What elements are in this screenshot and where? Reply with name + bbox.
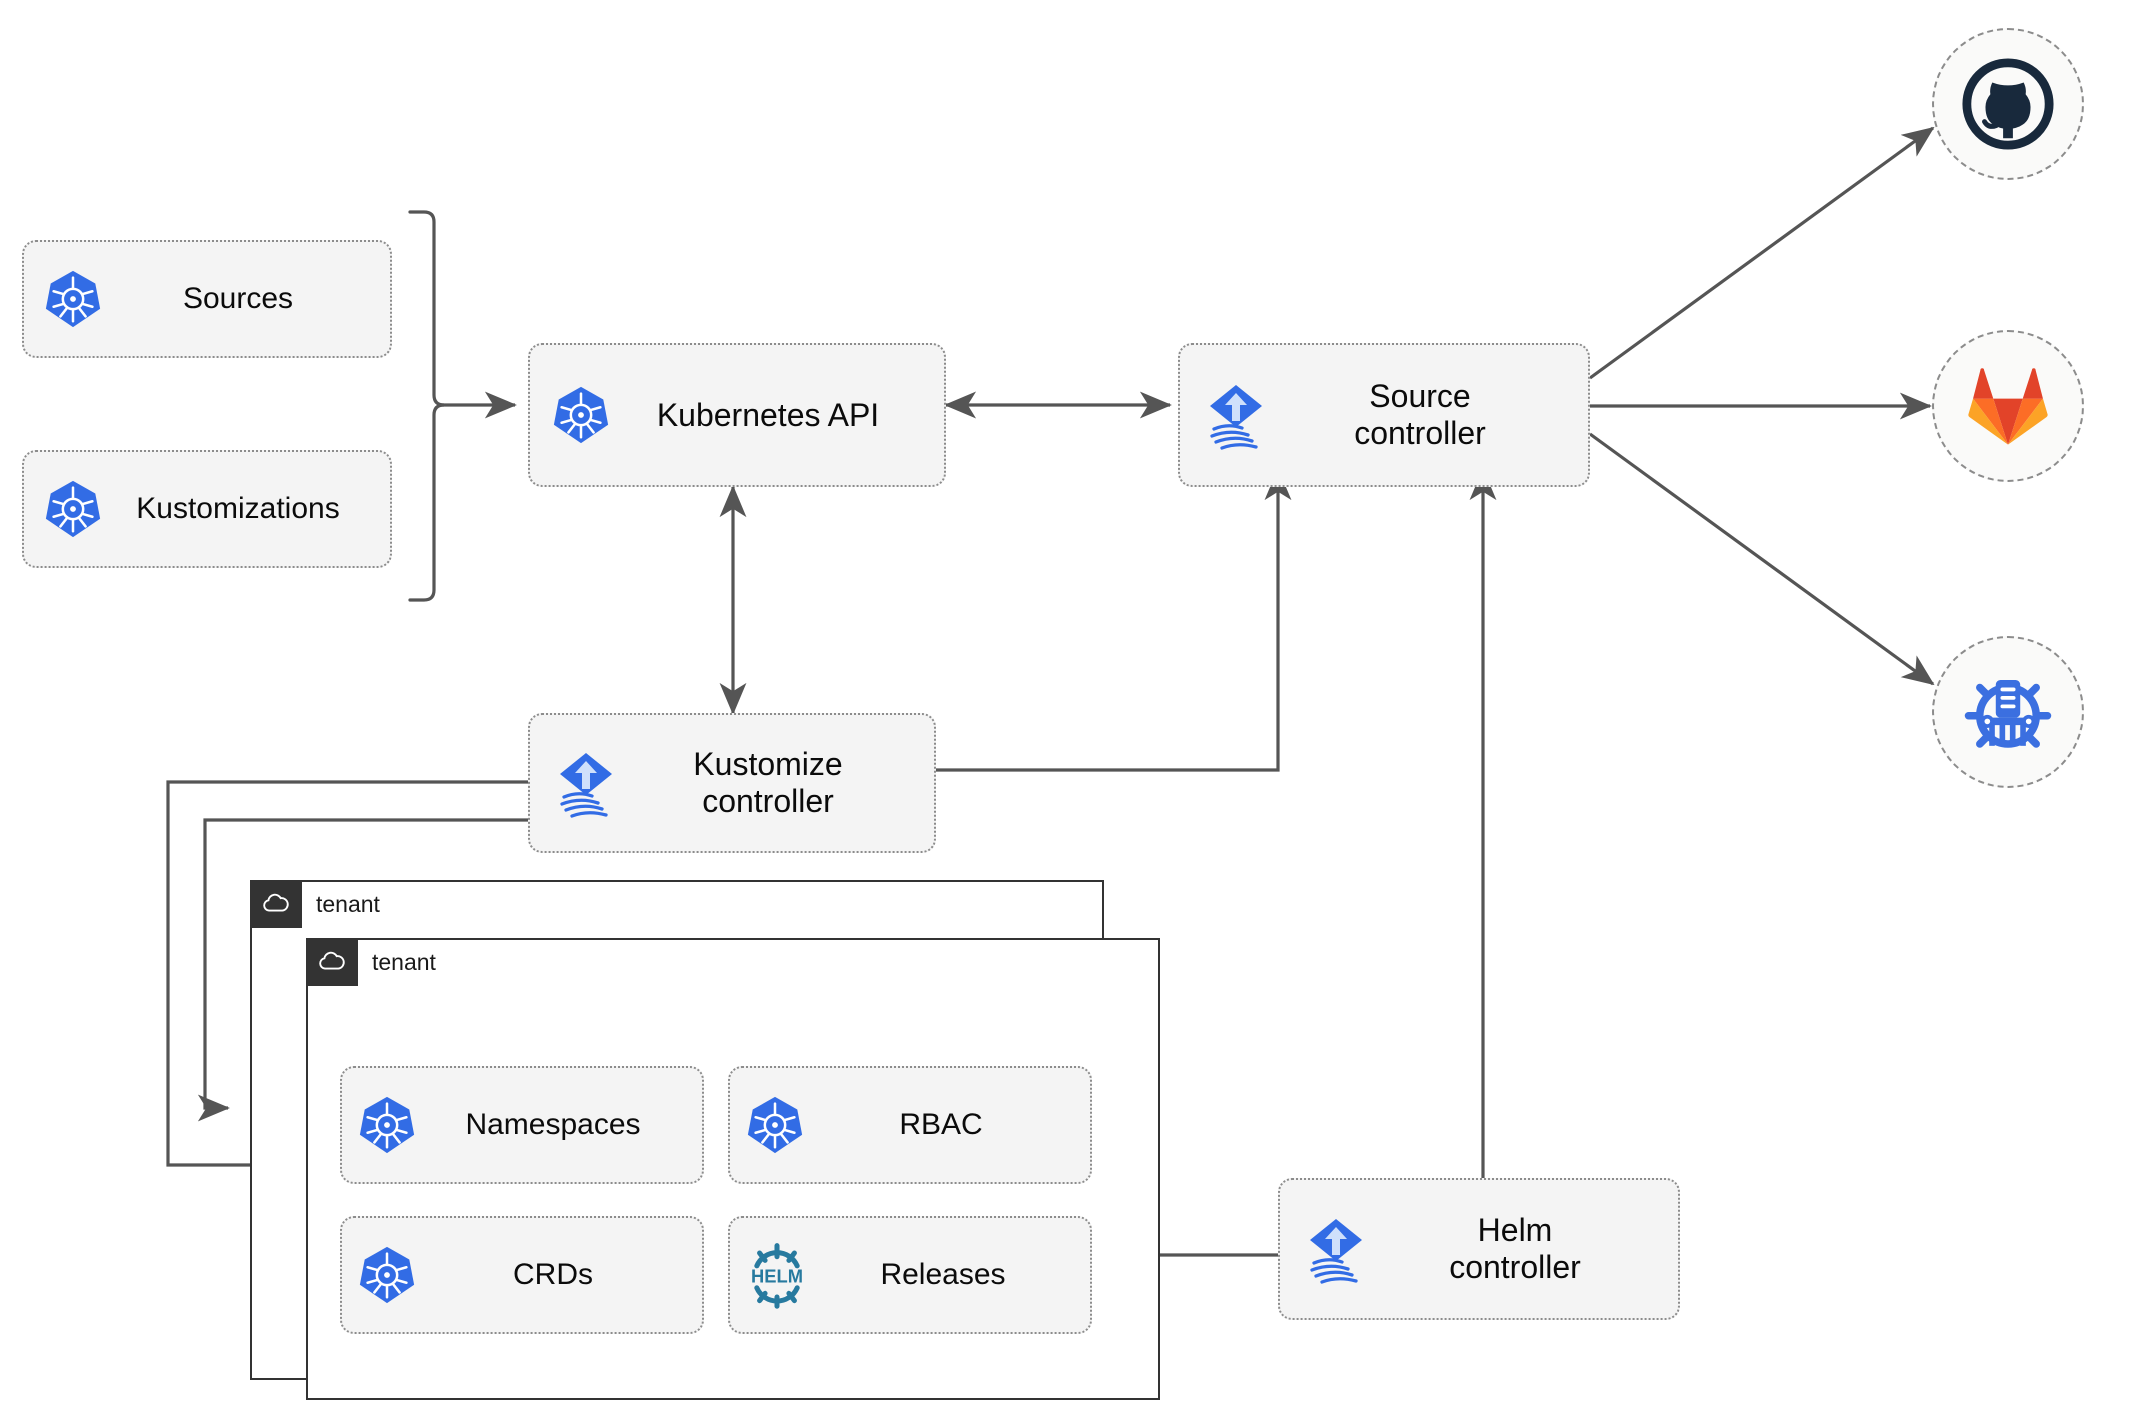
tenant-item-namespaces[interactable]: Namespaces	[340, 1066, 704, 1184]
tenant-item-crds[interactable]: CRDs	[340, 1216, 704, 1334]
flux-icon	[1200, 379, 1272, 451]
tenant-item-releases[interactable]: HELM Releases	[728, 1216, 1092, 1334]
kubernetes-icon	[356, 1244, 418, 1306]
node-label: Helm controller	[1449, 1212, 1581, 1285]
resource-kustomizations[interactable]: Kustomizations	[22, 450, 392, 568]
resource-sources[interactable]: Sources	[22, 240, 392, 358]
node-kubernetes-api[interactable]: Kubernetes API	[528, 343, 946, 487]
resource-label: Sources	[182, 281, 294, 315]
tenant-item-label: CRDs	[513, 1257, 593, 1291]
kubernetes-icon	[356, 1094, 418, 1156]
kubernetes-icon	[42, 268, 104, 330]
tenant-container-front[interactable]: tenant	[306, 938, 1160, 1400]
tenant-label: tenant	[316, 890, 380, 917]
tenant-tab	[306, 938, 358, 986]
service-github[interactable]	[1932, 28, 2084, 180]
kubernetes-icon	[550, 384, 612, 446]
gitlab-icon	[1968, 368, 2048, 445]
node-label: Kubernetes API	[656, 396, 880, 433]
tenant-item-label: Releases	[880, 1257, 1006, 1291]
tenant-label: tenant	[372, 948, 436, 975]
node-label: Source controller	[1354, 378, 1486, 451]
flux-icon	[1300, 1213, 1372, 1285]
github-icon	[1962, 58, 2054, 150]
helm-icon: HELM	[744, 1242, 810, 1309]
cloud-icon	[263, 893, 289, 912]
service-helm-repository[interactable]	[1932, 636, 2084, 788]
kubernetes-icon	[42, 478, 104, 540]
cloud-icon	[319, 951, 345, 970]
svg-text:HELM: HELM	[751, 1265, 803, 1286]
tenant-item-label: Namespaces	[465, 1107, 641, 1141]
node-source-controller[interactable]: Source controller	[1178, 343, 1590, 487]
node-label: Kustomize controller	[693, 746, 843, 819]
tenant-tab	[250, 880, 302, 928]
tenant-item-label: RBAC	[899, 1107, 983, 1141]
kubernetes-icon	[744, 1094, 806, 1156]
tenant-item-rbac[interactable]: RBAC	[728, 1066, 1092, 1184]
node-kustomize-controller[interactable]: Kustomize controller	[528, 713, 936, 853]
flux-icon	[550, 747, 622, 819]
helm-repo-icon	[1964, 680, 2052, 748]
resource-label: Kustomizations	[136, 491, 340, 525]
service-gitlab[interactable]	[1932, 330, 2084, 482]
node-helm-controller[interactable]: Helm controller	[1278, 1178, 1680, 1320]
